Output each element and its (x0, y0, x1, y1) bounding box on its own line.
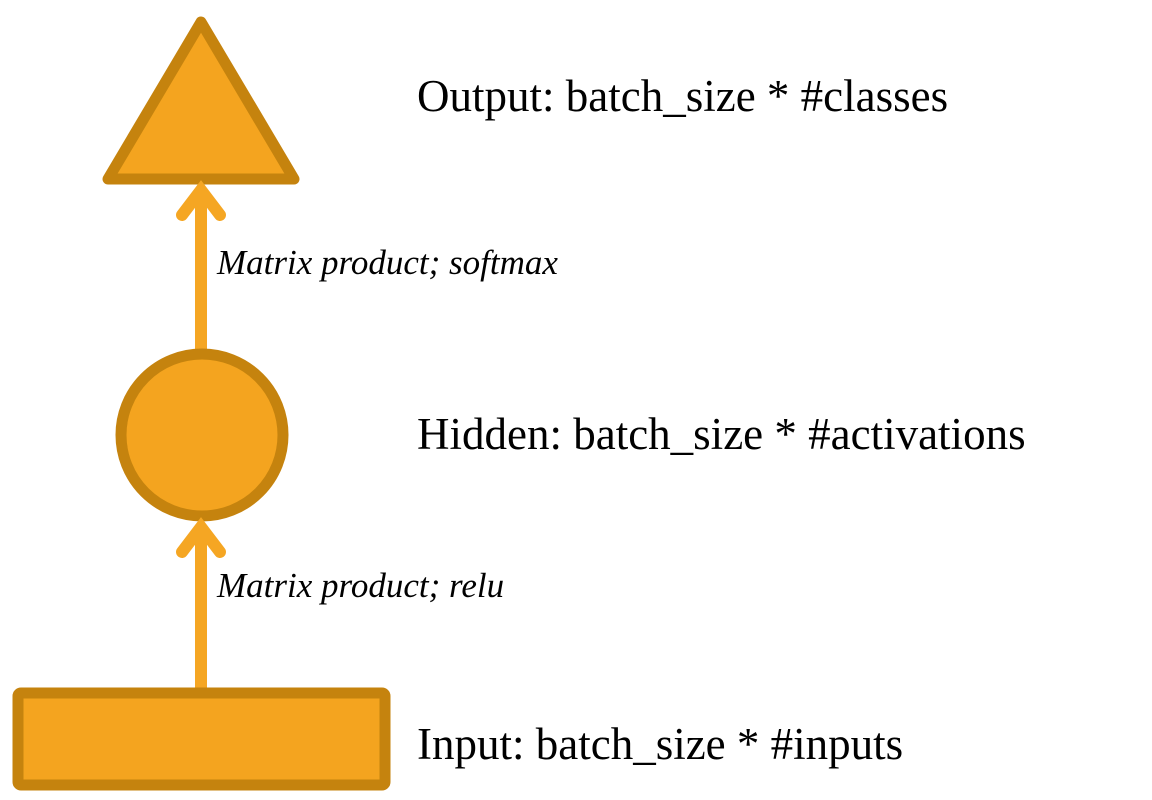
hidden-node-circle[interactable] (115, 348, 289, 522)
arrow-hidden-to-output (176, 180, 226, 352)
edge-label-hidden-to-output: Matrix product; softmax (217, 243, 558, 282)
arrow-input-to-hidden (176, 517, 226, 690)
arrowhead-up-icon (176, 517, 226, 558)
input-node-label: Input: batch_size * #inputs (417, 719, 904, 769)
input-node-rectangle[interactable] (12, 687, 391, 791)
hidden-node-label: Hidden: batch_size * #activations (417, 409, 1026, 459)
output-node-label: Output: batch_size * #classes (417, 71, 949, 121)
output-node-triangle[interactable] (102, 16, 300, 185)
edge-label-input-to-hidden: Matrix product; relu (217, 566, 505, 605)
arrowhead-up-icon (176, 180, 226, 221)
